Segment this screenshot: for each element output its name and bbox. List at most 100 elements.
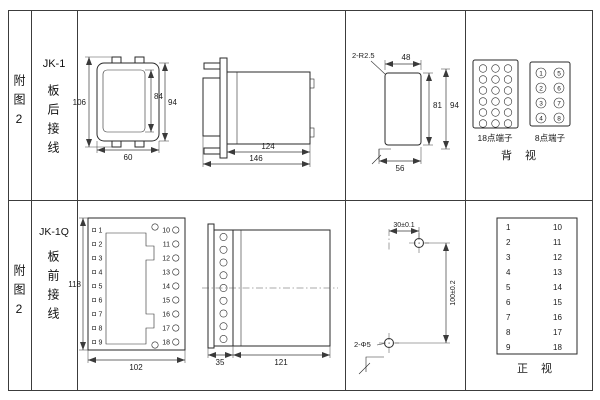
svg-text:6: 6 <box>99 298 103 305</box>
jk1q-terminal-bumps <box>219 233 228 343</box>
terminal-18-label: 18点端子 <box>478 133 513 143</box>
dim-121: 121 <box>274 358 288 367</box>
svg-text:7: 7 <box>506 313 511 322</box>
svg-text:10: 10 <box>162 228 170 235</box>
svg-text:12: 12 <box>162 256 170 263</box>
note-corner-radius: 2-R2.5 <box>352 51 375 60</box>
model-label-jk1q: JK-1Q <box>39 226 69 238</box>
dim-102: 102 <box>129 363 143 372</box>
jk1-front-outline <box>96 56 160 148</box>
svg-text:13: 13 <box>553 268 562 277</box>
svg-text:8: 8 <box>557 115 561 122</box>
dim-60: 60 <box>124 153 133 162</box>
terminal-back-views: 18点端子 1 5 2 6 3 7 4 8 8点端子 背 视 <box>472 59 571 162</box>
svg-text:16: 16 <box>162 312 170 319</box>
back-view-label: 背 视 <box>501 148 541 162</box>
svg-text:3: 3 <box>99 256 103 263</box>
dim-56: 56 <box>396 164 405 173</box>
terminal-8-holes <box>535 67 565 124</box>
svg-text:9: 9 <box>99 340 103 347</box>
jk1-side-dimensions: 124 146 <box>202 136 311 167</box>
dim-30: 30±0.1 <box>393 222 414 229</box>
svg-text:8: 8 <box>506 328 511 337</box>
radius-leader-line <box>370 60 386 75</box>
wiring-label-top: 板后接线 <box>46 84 60 160</box>
mounting-hole-view: 30±0.1 100±0.2 2-Φ5 <box>354 222 457 375</box>
svg-text:11: 11 <box>163 242 170 249</box>
svg-text:7: 7 <box>557 100 561 107</box>
svg-text:1: 1 <box>99 228 103 235</box>
jk1q-right-pins: 10 11 12 13 14 15 16 17 18 <box>162 226 180 347</box>
wiring-label-bottom: 板前接线 <box>46 250 60 326</box>
jk1-front-view: 106 84 94 60 <box>73 56 177 162</box>
svg-text:16: 16 <box>553 313 562 322</box>
terminal-table-left-column: 1 2 3 4 5 6 7 8 9 <box>506 223 511 352</box>
panel-corner-break <box>371 148 391 165</box>
svg-text:5: 5 <box>99 284 103 291</box>
dim-124: 124 <box>261 142 275 151</box>
screw-hole-bottom <box>151 341 159 349</box>
jk1-side-view: 124 146 <box>202 57 315 167</box>
dim-106: 106 <box>73 98 87 107</box>
svg-text:5: 5 <box>557 70 561 77</box>
dim-48: 48 <box>402 53 411 62</box>
svg-text:2: 2 <box>99 242 103 249</box>
jk1-front-dimensions: 106 84 94 60 <box>73 56 177 162</box>
connector-outline <box>105 232 155 345</box>
dim-84: 84 <box>154 92 163 101</box>
terminal-8-numbers: 1 5 2 6 3 7 4 8 <box>539 70 561 122</box>
svg-text:4: 4 <box>539 115 543 122</box>
jk1q-front-outline <box>87 217 186 351</box>
terminal-18-holes <box>478 64 513 128</box>
jk1-panel-cutout-view: 2-R2.5 48 81 94 56 <box>352 51 459 173</box>
svg-text:1: 1 <box>539 70 543 77</box>
svg-text:17: 17 <box>553 328 562 337</box>
svg-text:4: 4 <box>99 270 103 277</box>
model-label-jk1: JK-1 <box>42 58 66 70</box>
cutout-rect <box>384 72 422 146</box>
jk1-side-outline <box>202 57 315 159</box>
svg-text:2: 2 <box>506 238 511 247</box>
table-grid <box>8 10 593 391</box>
dim-100: 100±0.2 <box>450 280 457 305</box>
dim-81: 81 <box>433 101 442 110</box>
jk1q-left-pins: 1 2 3 4 5 6 7 8 9 <box>92 228 103 347</box>
svg-text:3: 3 <box>539 100 543 107</box>
hole-note-leader <box>376 343 385 346</box>
cutout-dimensions: 48 81 94 56 <box>378 53 459 173</box>
hole-note: 2-Φ5 <box>354 340 371 349</box>
svg-text:5: 5 <box>506 283 511 292</box>
jk1q-side-dimensions: 35 121 <box>207 346 331 367</box>
mount-dim-vertical: 100±0.2 <box>395 242 457 344</box>
svg-text:14: 14 <box>553 283 562 292</box>
panel-corner-break-bottom <box>358 356 384 375</box>
terminal-block-8: 1 5 2 6 3 7 4 8 8点端子 <box>529 61 571 143</box>
dim-118: 118 <box>68 280 81 289</box>
svg-text:15: 15 <box>162 298 170 305</box>
svg-text:7: 7 <box>99 312 103 319</box>
svg-text:11: 11 <box>553 238 562 247</box>
terminal-block-18: 18点端子 <box>472 59 519 143</box>
front-view-label: 正 视 <box>517 361 557 375</box>
mount-dim-horizontal: 30±0.1 <box>389 222 420 238</box>
svg-text:12: 12 <box>553 253 562 262</box>
dim-94-cutout: 94 <box>450 101 459 110</box>
terminal-number-table: 1 2 3 4 5 6 7 8 9 10 11 12 13 14 15 16 1… <box>496 217 578 375</box>
svg-text:3: 3 <box>506 253 511 262</box>
svg-text:8: 8 <box>99 326 103 333</box>
terminal-table-border <box>496 217 578 355</box>
svg-text:4: 4 <box>506 268 511 277</box>
screw-hole-top <box>151 223 159 231</box>
svg-text:10: 10 <box>553 223 562 232</box>
terminal-table-right-column: 10 11 12 13 14 15 16 17 18 <box>553 223 562 352</box>
fig-label-top: 附图2 <box>12 74 26 133</box>
jk1q-side-view: 35 121 <box>202 223 338 367</box>
jk1q-front-view: 1 2 3 4 5 6 7 8 9 10 11 12 13 14 15 16 1… <box>68 217 186 372</box>
dim-35: 35 <box>216 358 225 367</box>
svg-text:17: 17 <box>162 326 170 333</box>
svg-text:6: 6 <box>506 298 511 307</box>
svg-text:9: 9 <box>506 343 511 352</box>
terminal-8-label: 8点端子 <box>535 133 566 143</box>
dim-94-front: 94 <box>168 98 177 107</box>
